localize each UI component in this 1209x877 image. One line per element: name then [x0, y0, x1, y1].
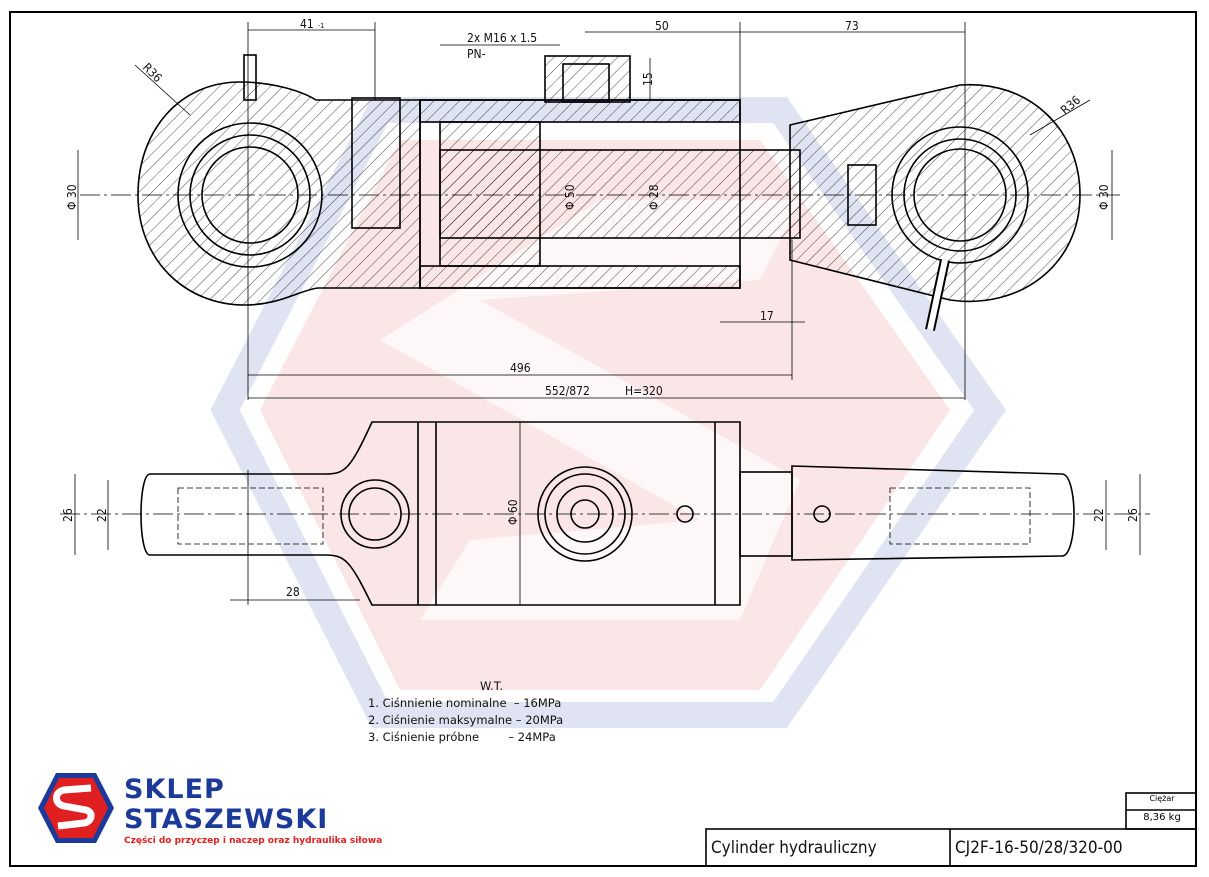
logo-line1: SKLEP: [124, 774, 225, 805]
cylinder-section-view: [80, 54, 1120, 332]
dim-stroke: H=320: [625, 384, 663, 398]
logo-hexagon-icon: [38, 773, 114, 843]
dim-port-pn: PN-: [467, 47, 486, 61]
logo-line2: STASZEWSKI: [124, 804, 329, 835]
technical-notes: W.T. 1. Ciśnnienie nominalne – 16MPa 2. …: [368, 678, 563, 746]
dimension-lines: [77, 22, 1113, 400]
dim-port-thread: 2x M16 x 1.5: [467, 31, 537, 45]
weight-value: 8,36 kg: [1143, 812, 1181, 823]
drawing-frame: [9, 11, 1197, 867]
note-item: 2. Ciśnienie maksymalne – 20MPa: [368, 713, 564, 727]
dim-closed-length: 496: [510, 361, 531, 375]
note-item: 1. Ciśnnienie nominalne – 16MPa: [368, 696, 562, 710]
dim-pin-diameter-right: Φ 30: [1097, 184, 1111, 210]
dim-radius-left: R36: [140, 60, 165, 85]
dim-eye-inner-right: 22: [1092, 508, 1106, 522]
dim-port-height: 15: [641, 72, 655, 86]
dim-eye-inner-left: 22: [95, 508, 109, 522]
dim-bore-diameter: Φ 50: [563, 184, 577, 210]
dim-port-spacing: 50: [655, 19, 669, 33]
dim-eye-width-right: 26: [1126, 508, 1140, 522]
dim-length-range: 552/872: [545, 384, 590, 398]
dim-left-offset-tolerance: -1: [318, 22, 324, 30]
part-name: Cylinder hydrauliczny: [711, 838, 877, 858]
logo-tagline: Części do przyczep i naczep oraz hydraul…: [124, 836, 383, 846]
note-item: 3. Ciśnienie próbne – 24MPa: [368, 730, 556, 744]
dim-radius-right: R36: [1058, 93, 1083, 117]
dim-barrel-diameter: Φ 60: [506, 499, 520, 525]
dim-rod-extension: 17: [760, 309, 774, 323]
company-logo: SKLEP STASZEWSKI Części do przyczep i na…: [36, 770, 382, 850]
title-block: [705, 792, 1197, 867]
dim-rod-diameter: Φ 28: [647, 184, 661, 210]
notes-title: W.T.: [480, 679, 504, 693]
dim-eye-width-left: 26: [61, 508, 75, 522]
dim-right-offset: 73: [845, 19, 859, 33]
dim-left-offset: 41: [300, 17, 314, 31]
cylinder-top-view: [60, 421, 1150, 606]
part-code: CJ2F-16-50/28/320-00: [955, 838, 1123, 858]
weight-label: Ciężar: [1149, 794, 1175, 803]
dim-port-offset: 28: [286, 585, 300, 599]
dim-pin-diameter-left: Φ 30: [65, 184, 79, 210]
